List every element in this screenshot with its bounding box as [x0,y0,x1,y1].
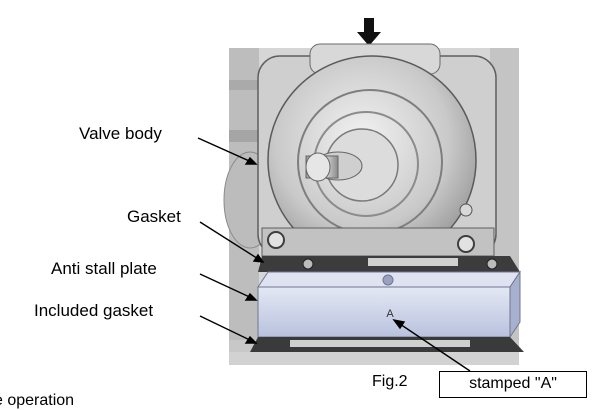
gasket [258,256,520,272]
leader-lines [197,137,471,372]
down-arrow-icon [357,18,381,46]
valve-body-label: Valve body [79,124,162,143]
gasket-label: Gasket [127,207,181,226]
figure-caption: Fig.2 [372,373,408,390]
anti-stall-plate [257,270,521,339]
valve-stem [305,151,363,182]
included-gasket [229,337,524,365]
partial-body-text: e operation [0,392,75,409]
valve-body [257,43,497,265]
plate-marking: A [386,308,394,320]
included-gasket-label: Included gasket [34,301,154,320]
stamp-note-box: stamped "A" [439,371,587,398]
anti-stall-plate-label: Anti stall plate [51,259,157,278]
